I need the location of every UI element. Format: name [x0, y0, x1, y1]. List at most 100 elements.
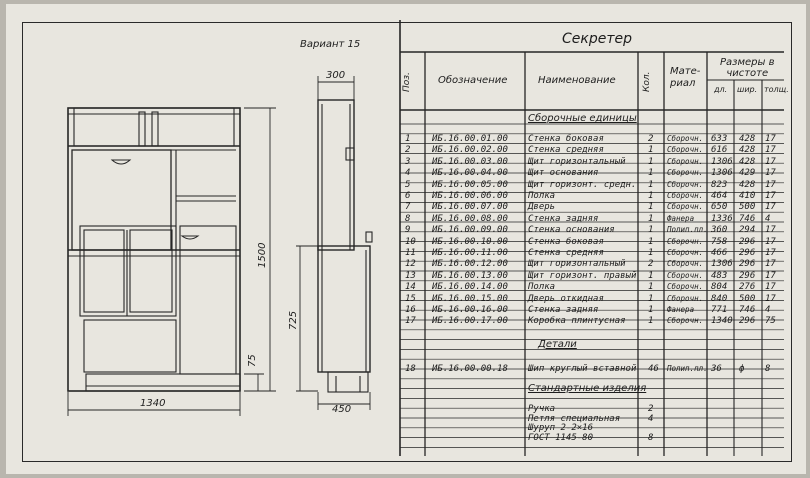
header-pos: Поз.: [402, 72, 412, 92]
row-t: 17: [765, 134, 776, 144]
row-qty: 1: [648, 179, 654, 190]
row-name: Щит горизонт. средн.: [528, 179, 637, 190]
row-qty: 1: [648, 236, 654, 247]
row-qty: 2: [648, 259, 654, 270]
paper-sheet: [6, 4, 806, 474]
row-l: 633: [711, 134, 728, 144]
row-l: 1306: [711, 168, 733, 179]
dimension-lines: [67, 76, 371, 416]
row-l: 616: [711, 145, 728, 156]
row-pos: 13: [405, 270, 416, 281]
row-code: ИБ.16.00.10.00: [432, 236, 508, 247]
row-mat: Сборочн.: [667, 259, 704, 269]
row-mat: Сборочн.: [667, 134, 704, 143]
header-length: дл.: [714, 85, 728, 94]
row-code: ИБ.16.00.12.00: [432, 259, 508, 270]
row-pos: 8: [405, 213, 411, 224]
row-code: ИБ.16.00.08.00: [432, 213, 508, 224]
row-code: ИБ.16.00.03.00: [432, 156, 508, 167]
front-view: [67, 107, 241, 392]
row-name: Шип круглый вставной: [528, 364, 637, 374]
spec-table-grid: [399, 20, 784, 456]
row-mat: Фанера: [667, 305, 695, 314]
row-mat: Сборочн.: [667, 202, 704, 212]
row-name: Стенка средняя: [528, 248, 604, 258]
row-qty: 1: [648, 293, 654, 304]
row-code: ИБ.16.00.05.00: [432, 179, 508, 190]
row-t: 8: [765, 364, 771, 374]
header-name: Наименование: [538, 75, 616, 86]
row-qty: 1: [648, 225, 654, 236]
row-pos: 4: [405, 168, 411, 179]
row-name: Щит горизонт. правый: [528, 270, 637, 281]
side-view: [317, 99, 373, 393]
row-w: 428: [739, 156, 756, 167]
row-t: 17: [765, 191, 776, 201]
row-qty: 1: [648, 168, 654, 179]
row-t: 17: [765, 293, 776, 304]
row-l: 466: [711, 248, 728, 258]
row-code: ИБ.16.00.06.00: [432, 191, 508, 201]
row-pos: 17: [405, 316, 416, 327]
row-w: ф: [739, 364, 745, 374]
handle-icons: [110, 159, 200, 240]
row-t: 4: [765, 213, 771, 224]
row-name: Щит горизонтальный: [528, 156, 626, 167]
row-code: ИБ.16.00.04.00: [432, 168, 508, 179]
dim-depth: 450: [332, 404, 351, 415]
row-name: Щит основания: [528, 168, 599, 179]
row-t: 17: [765, 168, 776, 179]
row-pos: 9: [405, 225, 411, 236]
row-code: ИБ.16.00.11.00: [432, 248, 508, 258]
row-qty: 1: [648, 270, 654, 281]
row-l: 771: [711, 305, 728, 315]
row-w: 296: [739, 248, 756, 258]
dim-base-height: 75: [247, 354, 258, 367]
row-pos: 2: [405, 145, 411, 156]
row-qty: 1: [648, 305, 654, 315]
row-t: 17: [765, 156, 776, 167]
row-mat: Сборочн.: [667, 179, 704, 189]
row-name: Шуруп 2-2×16: [528, 423, 594, 434]
header-width: шир.: [737, 85, 758, 94]
header-material: Мате- риал: [670, 66, 701, 89]
row-w: 428: [739, 145, 756, 156]
spec-title: Секретер: [562, 31, 632, 47]
row-w: 410: [739, 191, 756, 201]
row-pos: 7: [405, 202, 411, 213]
row-name: ГОСТ 1145-80: [528, 432, 594, 443]
row-code: ИБ.16.00.02.00: [432, 145, 508, 156]
row-mat: Сборочн.: [667, 316, 704, 326]
row-qty: 8: [648, 432, 654, 443]
row-t: 17: [765, 259, 776, 270]
row-t: 17: [765, 236, 776, 247]
dim-top-depth: 300: [326, 70, 345, 81]
row-name: Стенка боковая: [528, 134, 604, 144]
row-w: 428: [739, 179, 756, 190]
row-t: 17: [765, 248, 776, 258]
row-w: 276: [739, 282, 756, 293]
row-code: ИБ.16.00.15.00: [432, 293, 508, 304]
section-standard: Стандартные изделия: [528, 383, 647, 394]
row-t: 17: [765, 270, 776, 281]
row-qty: 1: [648, 202, 654, 213]
row-l: 650: [711, 202, 728, 213]
row-w: 296: [739, 270, 756, 281]
row-pos: 15: [405, 293, 416, 304]
row-w: 428: [739, 134, 756, 144]
row-qty: 2: [648, 134, 654, 144]
row-w: 500: [739, 202, 756, 213]
row-mat: Сборочн.: [667, 191, 704, 200]
row-qty: 4: [648, 413, 654, 424]
row-qty: 46: [648, 364, 659, 374]
row-t: 17: [765, 202, 776, 213]
row-l: 758: [711, 236, 728, 247]
row-name: Стенка задняя: [528, 213, 599, 224]
row-pos: 18: [405, 364, 416, 374]
row-code: ИБ.16.00.17.00: [432, 316, 508, 327]
row-mat: Фанера: [667, 213, 695, 223]
row-pos: 3: [405, 156, 411, 167]
row-mat: Сборочн.: [667, 168, 704, 178]
row-code: ИБ.16.00.00.18: [432, 364, 508, 374]
